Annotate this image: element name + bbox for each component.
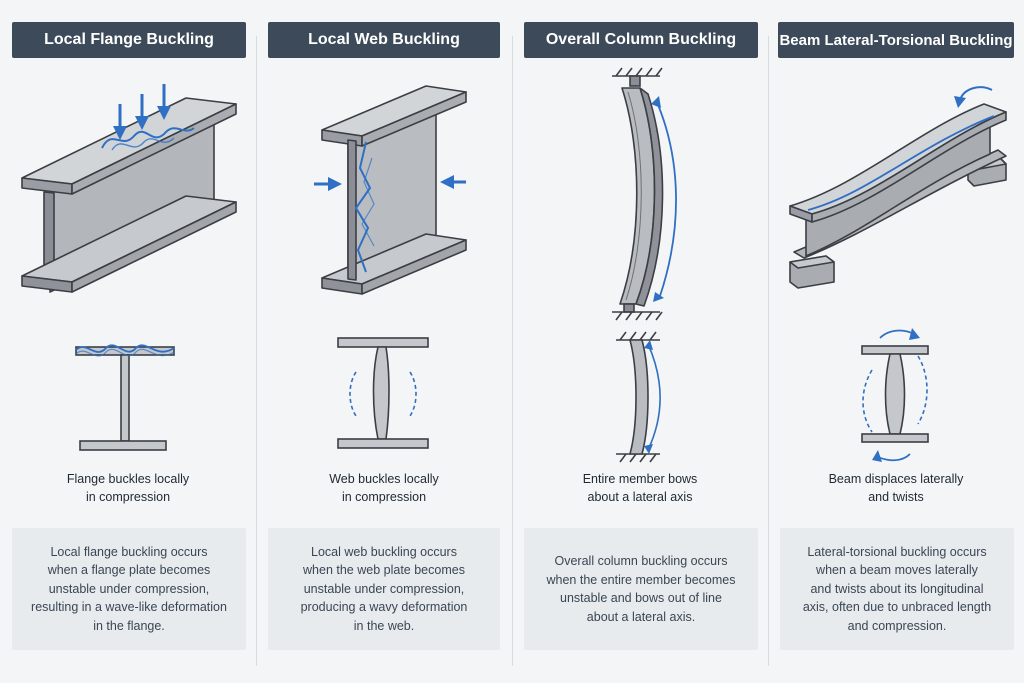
i-section-icon <box>337 337 429 449</box>
panel-description: Overall column buckling occurs when the … <box>524 528 758 650</box>
lateral-torsional-illustration <box>789 86 1007 462</box>
i-section-icon <box>75 346 175 451</box>
load-arrow-icon <box>314 175 466 191</box>
buckle-wave-icon <box>354 141 372 273</box>
fixed-support-icon <box>612 67 663 87</box>
i-beam-3d-icon <box>321 85 467 295</box>
panel-caption: Entire member bows about a lateral axis <box>582 472 698 504</box>
fixed-support-icon <box>612 303 663 321</box>
buckle-wave-icon <box>807 115 995 211</box>
panel-title: Overall Column Buckling <box>524 22 758 58</box>
column-buckling-illustration <box>612 67 677 463</box>
bow-arrow-icon <box>655 99 677 297</box>
panel-caption: Flange buckles locally in compression <box>66 472 190 504</box>
column-member-icon <box>619 87 664 307</box>
rotation-arrow-icon <box>879 329 915 339</box>
buckle-wave-icon <box>101 127 195 149</box>
panel-lateral-torsional-buckling: Beam Lateral-Torsional Buckling <box>768 0 1024 683</box>
i-beam-3d-icon <box>21 97 237 293</box>
panel-description: Lateral-torsional buckling occurs when a… <box>780 528 1014 650</box>
panel-title: Beam Lateral-Torsional Buckling <box>778 22 1014 58</box>
load-arrow-icon <box>113 84 171 140</box>
panel-divider <box>768 36 769 666</box>
panel-title: Local Web Buckling <box>268 22 500 58</box>
panel-caption: Beam displaces laterally and twists <box>828 472 964 504</box>
panel-overall-column-buckling: Overall Column Buckling <box>512 0 768 683</box>
panel-divider <box>512 36 513 666</box>
flange-buckling-illustration <box>21 84 237 451</box>
i-beam-3d-icon <box>789 103 1007 259</box>
panel-local-flange-buckling: Local Flange Buckling <box>0 0 256 683</box>
panel-divider <box>256 36 257 666</box>
panel-caption: Web buckles locally in compression <box>329 472 439 504</box>
fixed-support-icon <box>616 331 660 463</box>
web-buckling-illustration <box>314 85 467 449</box>
panel-description: Local web buckling occurs when the web p… <box>268 528 500 650</box>
panel-description: Local flange buckling occurs when a flan… <box>12 528 246 650</box>
i-section-icon <box>861 345 929 443</box>
panel-local-web-buckling: Local Web Buckling <box>256 0 512 683</box>
column-elevation-icon <box>628 339 649 455</box>
panel-title: Local Flange Buckling <box>12 22 246 58</box>
